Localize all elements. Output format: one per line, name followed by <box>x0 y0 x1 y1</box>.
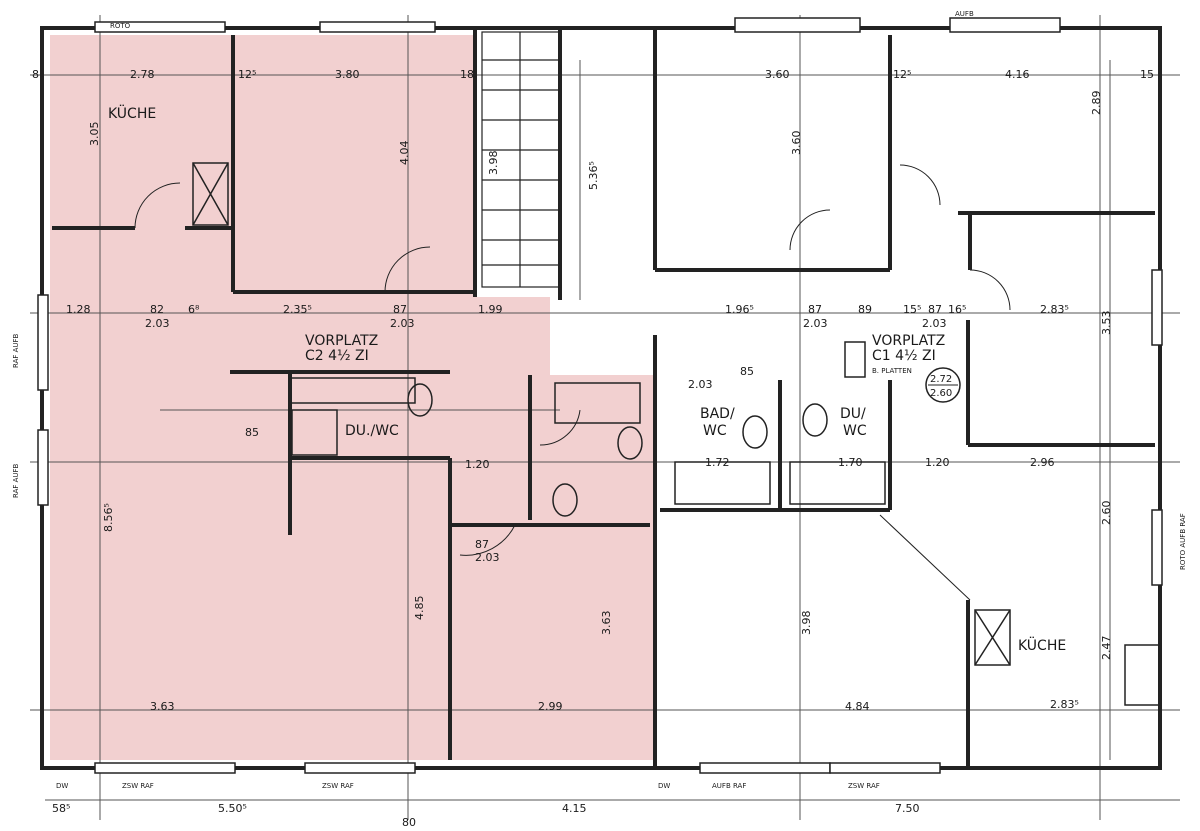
room-label-kueche-right: KÜCHE <box>1018 636 1066 654</box>
unit-c1-label: C1 4½ ZI <box>872 348 936 364</box>
room-label-du-wc-left: DU./WC <box>345 423 399 439</box>
dimension-label: 1.96⁵ <box>725 303 754 316</box>
dimension-label: 87 <box>928 303 942 316</box>
aufb-raf-label-bottom: AUFB RAF <box>712 782 746 790</box>
dimension-label: 4.16 <box>1005 68 1030 81</box>
dimension-grid <box>30 15 1180 820</box>
dimension-label: 18 <box>460 68 474 81</box>
dimension-label: 2.60 <box>1100 501 1113 526</box>
unit-c2-label: C2 4½ ZI <box>305 348 369 364</box>
windows <box>37 17 1163 774</box>
dimension-label: 12⁵ <box>893 68 911 81</box>
vorplatz-label-left: VORPLATZ <box>305 333 378 349</box>
dimension-label: 85 <box>740 365 754 378</box>
dimension-label: 1.70 <box>838 456 863 469</box>
room-label-wc-right: WC <box>843 423 867 439</box>
dimension-label: 4.04 <box>398 141 411 166</box>
dimension-label: 1.99 <box>478 303 503 316</box>
dimension-label: 2.03 <box>145 317 170 330</box>
walls <box>40 26 1162 770</box>
room-label-bad: BAD/ <box>700 406 735 422</box>
staircase <box>481 31 561 288</box>
dimension-label: 85 <box>245 426 259 439</box>
dimension-label: 3.80 <box>335 68 360 81</box>
height-marker-bottom: 2.60 <box>930 388 952 399</box>
dimension-label: 2.78 <box>130 68 155 81</box>
dimension-label: 3.98 <box>487 151 500 176</box>
room-label-bad-wc: WC <box>703 423 727 439</box>
aufb-top-label: AUFB <box>955 10 974 18</box>
zsw-raf-label-3: ZSW RAF <box>848 782 880 790</box>
dimension-label: 4.84 <box>845 700 870 713</box>
dimension-label: 2.99 <box>538 700 563 713</box>
dimension-labels: 2.78 3.80 12⁵ 18 3.60 12⁵ 4.16 15 8 3.05… <box>32 68 1154 829</box>
vorplatz-label-right: VORPLATZ <box>872 333 945 349</box>
dimension-label: 5.36⁵ <box>587 161 600 190</box>
dimension-label: 16⁵ <box>948 303 966 316</box>
dimension-label: 8 <box>32 68 39 81</box>
dimension-label: 2.03 <box>688 378 713 391</box>
dimension-label: 3.60 <box>790 131 803 156</box>
dimension-label: 8.56⁵ <box>102 503 115 532</box>
b-platten-label: B. PLATTEN <box>872 367 912 375</box>
raf-aufb-label-1: RAF AUFB <box>12 333 20 368</box>
dimension-label: 3.63 <box>600 611 613 636</box>
dimension-label: 5.50⁵ <box>218 802 247 815</box>
dimension-label: 2.35⁵ <box>283 303 312 316</box>
dimension-label: 1.20 <box>925 456 950 469</box>
dimension-label: 87 <box>393 303 407 316</box>
height-marker: 2.72 2.60 <box>925 367 961 403</box>
dimension-label: 89 <box>858 303 872 316</box>
roto-top-label: ROTO <box>110 22 131 30</box>
dimension-label: 15 <box>1140 68 1154 81</box>
dimension-label: 1.28 <box>66 303 91 316</box>
dimension-label: 80 <box>402 816 416 829</box>
roto-right-label: ROTO AUFB RAF <box>1179 513 1187 570</box>
dimension-label: 3.53 <box>1100 311 1113 336</box>
dw-label-2: DW <box>658 782 670 790</box>
dimension-label: 58⁵ <box>52 802 70 815</box>
dimension-label: 2.47 <box>1100 636 1113 661</box>
height-marker-top: 2.72 <box>930 374 952 385</box>
doors <box>134 164 1011 601</box>
raf-aufb-label-2: RAF AUFB <box>12 463 20 498</box>
dimension-label: 6⁸ <box>188 303 200 316</box>
dimension-label: 2.83⁵ <box>1050 698 1079 711</box>
dimension-label: 87 <box>808 303 822 316</box>
dimension-label: 3.05 <box>88 122 101 147</box>
dimension-label: 3.98 <box>800 611 813 636</box>
zsw-raf-label-2: ZSW RAF <box>322 782 354 790</box>
fixtures <box>192 162 1161 706</box>
dimension-label: 1.20 <box>465 458 490 471</box>
dimension-label: 7.50 <box>895 802 920 815</box>
dimension-label: 12⁵ <box>238 68 256 81</box>
room-label-kueche-left: KÜCHE <box>108 104 156 122</box>
room-label-du-right: DU/ <box>840 406 866 422</box>
room-labels: KÜCHE KÜCHE DU./WC BAD/ WC DU/ WC VORPLA… <box>108 104 1066 654</box>
dimension-label: 2.03 <box>922 317 947 330</box>
dimension-label: 2.96 <box>1030 456 1055 469</box>
window-annotations: ROTO AUFB RAF AUFB RAF AUFB ROTO AUFB RA… <box>12 10 1187 790</box>
dw-label-1: DW <box>56 782 68 790</box>
apartment-c2-highlight <box>50 35 655 760</box>
dimension-label: 4.85 <box>413 596 426 621</box>
dimension-label: 15⁵ <box>903 303 921 316</box>
dimension-label: 2.03 <box>803 317 828 330</box>
dimension-label: 2.03 <box>475 551 500 564</box>
dimension-label: 87 <box>475 538 489 551</box>
dimension-label: 3.63 <box>150 700 175 713</box>
dimension-label: 1.72 <box>705 456 730 469</box>
dimension-label: 3.60 <box>765 68 790 81</box>
dimension-label: 4.15 <box>562 802 587 815</box>
dimension-label: 82 <box>150 303 164 316</box>
dimension-label: 2.89 <box>1090 91 1103 116</box>
dimension-label: 2.03 <box>390 317 415 330</box>
zsw-raf-label-1: ZSW RAF <box>122 782 154 790</box>
dimension-label: 2.83⁵ <box>1040 303 1069 316</box>
